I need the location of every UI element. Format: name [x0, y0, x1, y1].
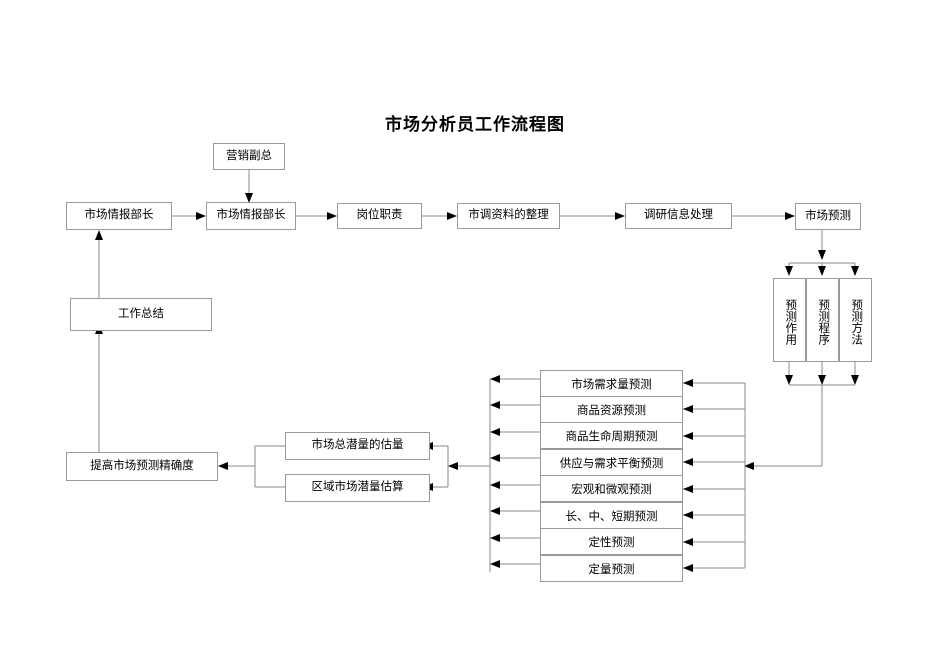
arrowhead-left-r3 [683, 432, 693, 440]
arrowhead-down-out-3 [851, 375, 859, 385]
arrowhead-up-intel [95, 230, 103, 240]
node-intel-chief-main[interactable]: 市场情报部长 [206, 202, 296, 230]
node-forecast-type-3[interactable]: 供应与需求平衡预测 [540, 449, 683, 476]
node-survey-organize[interactable]: 市调资料的整理 [457, 203, 560, 229]
arrowhead-down-aspect-2 [818, 266, 826, 276]
arrowhead-left-r7 [683, 538, 693, 546]
arrowhead-down-vp [245, 193, 253, 203]
arrowhead-left-main-right [744, 462, 754, 470]
node-forecast-type-7[interactable]: 定量预测 [540, 555, 683, 582]
node-forecast-aspect-2[interactable]: 预测方法 [839, 278, 872, 362]
node-work-summary[interactable]: 工作总结 [70, 298, 212, 331]
arrowhead-right-1 [196, 212, 206, 220]
node-total-potential[interactable]: 市场总潜量的估量 [285, 432, 430, 460]
arrowhead-down-aspect-3 [851, 266, 859, 276]
arrowhead-left-r6 [683, 511, 693, 519]
node-forecast-aspect-0[interactable]: 预测作用 [773, 278, 806, 362]
arrowhead-left-l5 [490, 481, 500, 489]
arrowhead-left-r2 [683, 405, 693, 413]
node-market-forecast[interactable]: 市场预测 [795, 203, 861, 230]
arrowhead-left-l4 [490, 454, 500, 462]
page-title: 市场分析员工作流程图 [385, 115, 565, 134]
node-forecast-type-0[interactable]: 市场需求量预测 [540, 370, 683, 397]
node-forecast-type-2[interactable]: 商品生命周期预测 [540, 422, 683, 449]
node-forecast-type-1[interactable]: 商品资源预测 [540, 396, 683, 423]
node-forecast-type-5[interactable]: 长、中、短期预测 [540, 502, 683, 529]
node-regional-potential[interactable]: 区域市场潜量估算 [285, 474, 430, 502]
arrowhead-right-2 [327, 212, 337, 220]
arrowhead-right-5 [785, 212, 795, 220]
arrowhead-left-r8 [683, 564, 693, 572]
arrowhead-left-r1 [683, 379, 693, 387]
arrowhead-left-l8 [490, 560, 500, 568]
node-forecast-aspect-1[interactable]: 预测程序 [806, 278, 839, 362]
arrowhead-left-l2 [490, 401, 500, 409]
arrowhead-down-out-2 [818, 375, 826, 385]
node-vp-marketing[interactable]: 营销副总 [213, 143, 285, 170]
arrowhead-left-split [448, 462, 458, 470]
arrowhead-left-improve [218, 462, 228, 470]
arrowhead-left-l7 [490, 534, 500, 542]
arrowhead-right-3 [447, 212, 457, 220]
node-improve-accuracy[interactable]: 提高市场预测精确度 [66, 452, 218, 481]
arrowhead-left-r5 [683, 485, 693, 493]
node-job-duty[interactable]: 岗位职责 [337, 203, 422, 229]
arrowhead-left-l3 [490, 428, 500, 436]
arrowhead-down-out-1 [785, 375, 793, 385]
arrowhead-down-aspect-1 [785, 266, 793, 276]
arrowhead-right-4 [615, 212, 625, 220]
edge-aspects-to-types-bus [751, 385, 823, 467]
arrowhead-left-l6 [490, 507, 500, 515]
node-info-process[interactable]: 调研信息处理 [625, 203, 732, 229]
node-forecast-type-4[interactable]: 宏观和微观预测 [540, 475, 683, 502]
arrowhead-down-forecast [818, 250, 826, 260]
node-forecast-type-6[interactable]: 定性预测 [540, 528, 683, 555]
arrowhead-left-r4 [683, 458, 693, 466]
node-intel-chief-left[interactable]: 市场情报部长 [66, 202, 172, 230]
arrowhead-left-l1 [490, 375, 500, 383]
